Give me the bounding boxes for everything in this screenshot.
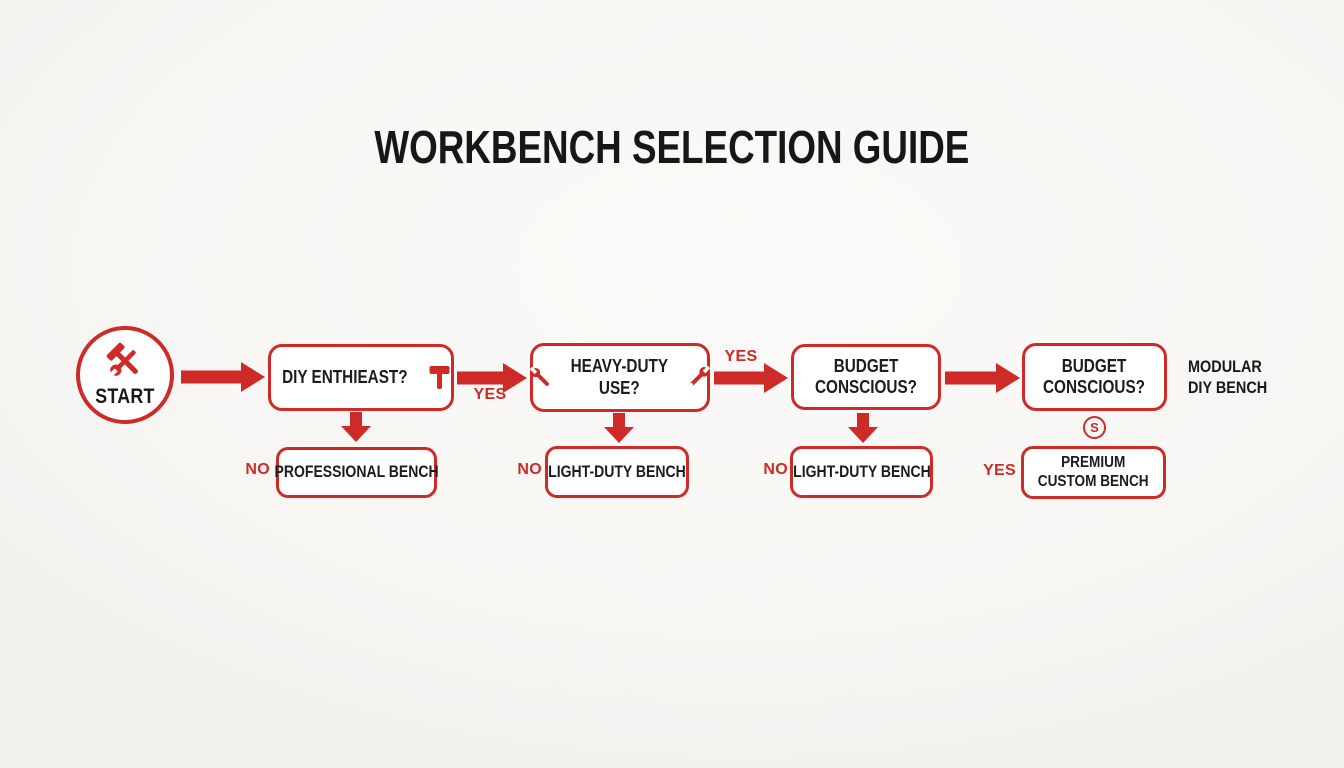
decision-budget2-line2: CONSCIOUS? bbox=[1043, 377, 1146, 397]
arrow-right-icon bbox=[945, 363, 1020, 393]
dollar-symbol: S bbox=[1090, 420, 1099, 435]
dollar-icon: S bbox=[1083, 416, 1106, 439]
arrow-down-icon bbox=[847, 413, 879, 443]
start-label: START bbox=[95, 384, 155, 408]
result-light-duty1-label: LIGHT-DUTY BENCH bbox=[548, 462, 686, 481]
edge-label-no-3: NO bbox=[763, 461, 788, 478]
decision-budget1-line1: BUDGET bbox=[833, 355, 899, 376]
edge-label-yes-3: YES bbox=[983, 462, 1016, 479]
decision-heavy-duty-line1: HEAVY-DUTY bbox=[570, 356, 668, 377]
page-title: WORKBENCH SELECTION GUIDE bbox=[0, 120, 1344, 174]
terminal-line2: DIY BENCH bbox=[1188, 378, 1268, 398]
edge-label-no-2: NO bbox=[517, 461, 542, 478]
result-professional-label: PROFESSIONAL BENCH bbox=[274, 463, 439, 481]
crossed-tools-icon bbox=[100, 342, 150, 384]
wrench-left-icon bbox=[528, 365, 553, 390]
arrow-right-icon bbox=[181, 362, 265, 392]
arrow-down-icon bbox=[603, 413, 635, 443]
decision-box-budget-1: BUDGET CONSCIOUS? bbox=[791, 344, 941, 410]
decision-heavy-duty-line2: USE? bbox=[598, 377, 640, 398]
hammer-icon bbox=[428, 364, 451, 391]
edge-label-yes-2: YES bbox=[724, 348, 758, 365]
result-light-duty2-label: LIGHT-DUTY BENCH bbox=[792, 462, 931, 481]
page-title-text: WORKBENCH SELECTION GUIDE bbox=[374, 121, 970, 173]
arrow-down-icon bbox=[340, 412, 372, 442]
start-node: START bbox=[76, 326, 174, 424]
wrench-right-icon bbox=[685, 364, 712, 391]
decision-box-diy-enthusiast: DIY ENTHIEAST? bbox=[268, 344, 454, 411]
result-premium-line2: CUSTOM BENCH bbox=[1038, 472, 1149, 490]
result-box-professional-bench: PROFESSIONAL BENCH bbox=[274, 447, 439, 498]
result-box-light-duty-1: LIGHT-DUTY BENCH bbox=[545, 446, 689, 498]
decision-box-budget-2: BUDGET CONSCIOUS? bbox=[1022, 343, 1167, 411]
decision-budget1-line2: CONSCIOUS? bbox=[814, 377, 917, 397]
decision-budget2-line1: BUDGET bbox=[1062, 355, 1127, 376]
result-premium-line1: PREMIUM bbox=[1061, 453, 1126, 471]
terminal-line1: MODULAR bbox=[1188, 357, 1262, 376]
edge-label-yes-1: YES bbox=[473, 386, 507, 403]
edge-label-no-1: NO bbox=[245, 461, 270, 478]
terminal-text-modular-diy-bench: MODULAR DIY BENCH bbox=[1188, 356, 1281, 399]
decision-diy-label: DIY ENTHIEAST? bbox=[282, 367, 408, 387]
arrow-right-icon bbox=[457, 363, 527, 393]
decision-box-heavy-duty: HEAVY-DUTY USE? bbox=[528, 343, 712, 412]
result-box-light-duty-2: LIGHT-DUTY BENCH bbox=[790, 446, 933, 498]
arrow-right-icon bbox=[714, 363, 788, 393]
result-box-premium-custom-bench: PREMIUM CUSTOM BENCH bbox=[1021, 446, 1166, 499]
